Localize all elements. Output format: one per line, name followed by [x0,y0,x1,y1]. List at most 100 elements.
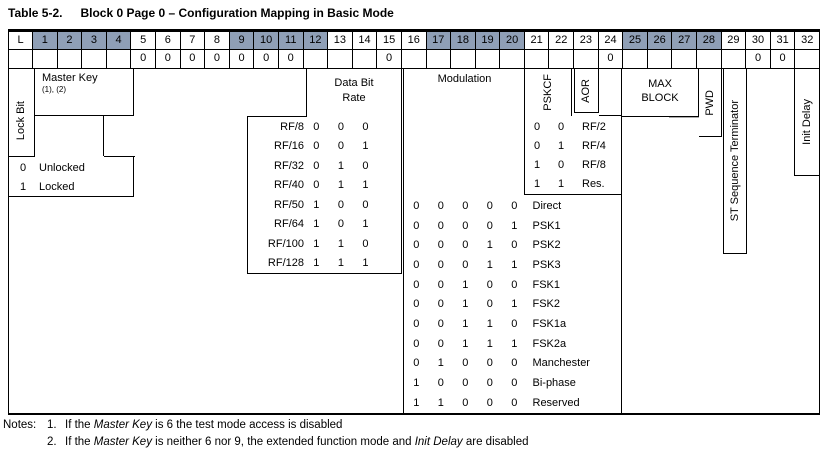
bit-value: 0 [462,377,469,390]
max-block-label-line2: BLOCK [641,92,679,104]
bit-value: 1 [362,140,369,153]
table-number: Table 5-2. [8,6,63,20]
value-cell-L [9,50,33,68]
bit-value: 0 [413,278,420,291]
note-number: 2. [47,436,57,448]
bit-value: 0 [362,120,369,133]
aor-label-text: AOR [580,78,592,103]
value-cell-28 [697,50,722,68]
bit-value: 1 [313,257,320,270]
value-cell-24: 0 [599,50,624,68]
bit-value: 0 [437,377,444,390]
bit-value: 0 [437,239,444,252]
bit-value: 0 [557,158,565,171]
modulation-value: FSK1 [532,278,561,291]
bit-value: 0 [511,317,518,330]
bit-value: 1 [337,179,344,192]
lock-bit-meaning: Locked [39,180,75,193]
bit-value: 0 [413,199,420,212]
bit-value: 0 [413,298,420,311]
bit-value: 0 [337,198,344,211]
modulation-value: Direct [532,199,562,212]
bit-value: 0 [462,258,469,271]
bit-header-cell-21: 21 [525,32,550,49]
pskcf-label-text: PSKCF [541,74,554,111]
modulation-value: Bi-phase [532,377,576,390]
init-delay-box: Init Delay [794,69,820,176]
bit-header-cell-26: 26 [647,32,673,49]
bit-header-cell-11: 11 [278,32,304,49]
bit-value: 0 [437,258,444,271]
value-cell-22 [549,50,575,68]
note-text: If the Master Key is 6 the test mode acc… [65,419,343,431]
bit-value: 1 [362,179,369,192]
bit-value: 0 [533,120,541,133]
pskcf-value: RF/8 [582,158,606,171]
note-line: 2.If the Master Key is neither 6 nor 9, … [3,434,783,451]
bit-value: 0 [486,377,493,390]
bit-value: 0 [362,237,369,250]
bit-value: 0 [557,120,565,133]
master-key-connector [34,116,104,156]
bit-header-cell-28: 28 [697,32,722,49]
bit-value: 0 [437,278,444,291]
bit-value: 0 [462,357,469,370]
bit-value: 0 [462,396,469,409]
pskcf-value: Res. [582,178,605,191]
bit-value: 1 [313,237,320,250]
bit-header-cell-31: 31 [771,32,796,49]
bit-value: 0 [413,357,420,370]
bit-value: 1 [533,178,541,191]
modulation-value: PSK2 [532,239,561,252]
bit-value: 1 [486,337,493,350]
bit-value: 1 [313,198,320,211]
value-cell-21 [525,50,550,68]
bit-header-cell-6: 6 [156,32,181,49]
bit-value: 0 [462,199,469,212]
bit-header-cell-22: 22 [549,32,575,49]
value-cell-4 [107,50,132,68]
bit-value: 0 [313,179,320,192]
value-cell-27 [672,50,698,68]
bit-value: 1 [437,396,444,409]
bit-header-cell-7: 7 [181,32,206,49]
bit-value: 1 [462,298,469,311]
bit-value: 0 [486,278,493,291]
border-segment [669,117,699,118]
bit-value: 1 [511,298,518,311]
init-delay-label-text: Init Delay [800,99,813,145]
bit-value: 0 [437,317,444,330]
pwd-label-text: PWD [703,89,716,116]
st-sequence-terminator-label-text: ST Sequence Terminator [728,100,741,222]
value-cell-12 [304,50,329,68]
bit-value: 0 [437,337,444,350]
bit-header-cell-17: 17 [426,32,452,49]
bit-value: 0 [313,159,320,172]
bit-value: 0 [462,219,469,232]
value-cell-13 [328,50,353,68]
data-bit-rate-label-line2: Rate [342,92,366,104]
value-cell-11: 0 [279,50,304,68]
note-line: Notes:1.If the Master Key is 6 the test … [3,417,783,434]
value-cell-20 [500,50,525,68]
bit-header-cell-30: 30 [746,32,771,49]
aor-label-box: AOR [574,69,599,113]
bit-value: 1 [511,219,518,232]
bit-header-cell-9: 9 [229,32,255,49]
data-bit-rate-value: RF/128 [267,257,304,270]
pwd-box: PWD [699,69,722,137]
bit-value: 1 [533,158,541,171]
border-segment [247,116,307,117]
